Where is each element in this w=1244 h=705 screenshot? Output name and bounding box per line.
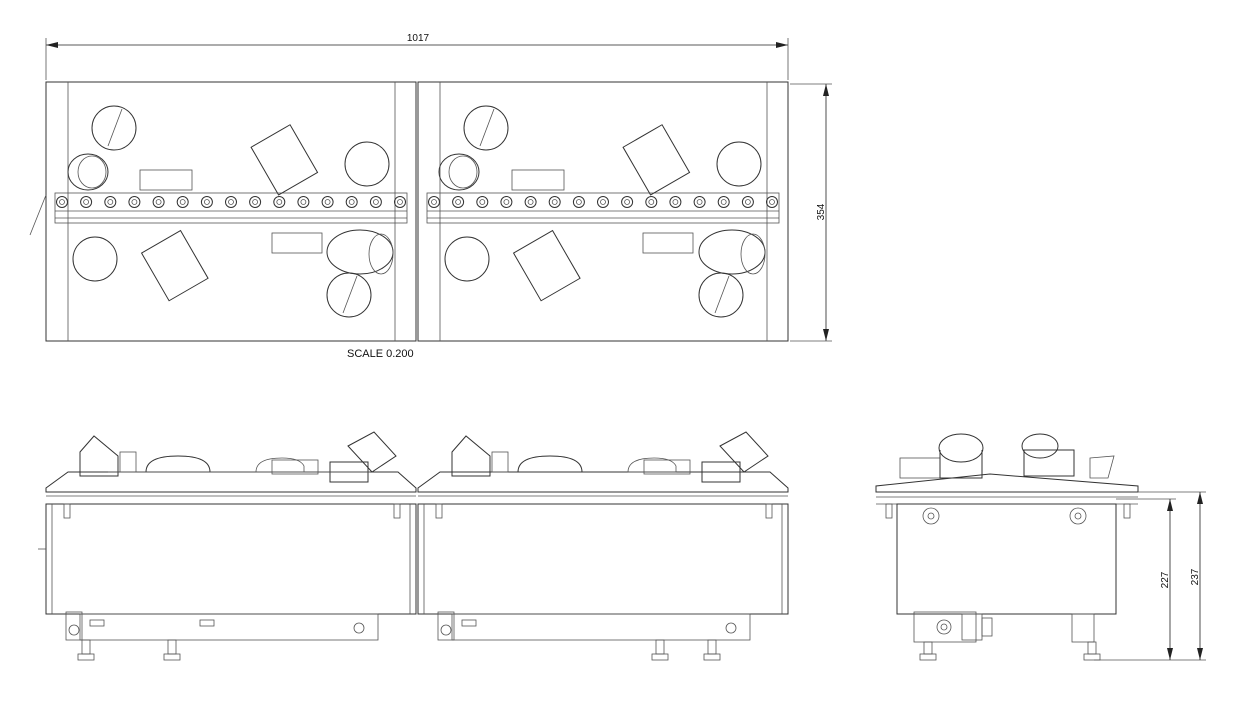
roller-icon — [176, 196, 189, 208]
roller-icon — [428, 196, 440, 208]
height-a-label: 227 — [1160, 571, 1171, 588]
roller-conveyor — [29, 192, 780, 236]
roller-icon — [345, 196, 358, 208]
roller-icon — [56, 196, 68, 208]
roller-icon — [128, 196, 141, 208]
roller-icon — [621, 196, 634, 208]
front-view-feet — [77, 639, 721, 661]
roller-icon — [249, 196, 262, 208]
roller-icon — [572, 196, 585, 208]
roller-icon — [200, 196, 213, 208]
module-left-outline — [45, 81, 417, 342]
module-right-outline — [417, 81, 789, 342]
roller-icon — [669, 196, 682, 208]
roller-icon — [394, 196, 406, 208]
roller-icon — [741, 196, 754, 208]
roller-icon — [500, 196, 513, 208]
roller-icon — [369, 196, 382, 208]
height-dimensions: 227 237 — [1094, 491, 1206, 661]
roller-icon — [524, 196, 537, 208]
roller-icon — [548, 196, 561, 208]
roller-icon — [476, 196, 489, 208]
depth-dimension-label: 354 — [816, 203, 827, 220]
roller-icon — [452, 196, 465, 208]
top-view: 1017 354 — [29, 33, 832, 360]
roller-icon — [645, 196, 658, 208]
roller-icon — [273, 196, 286, 208]
roller-icon — [297, 196, 310, 208]
roller-icon — [104, 196, 117, 208]
depth-dimension: 354 — [790, 83, 832, 342]
side-view: 227 237 — [875, 433, 1206, 661]
roller-icon — [80, 196, 93, 208]
roller-icon — [766, 196, 778, 208]
right-module-burners — [438, 105, 766, 318]
roller-icon — [225, 196, 237, 208]
width-dimension: 1017 — [45, 33, 789, 80]
roller-icon — [717, 196, 730, 208]
roller-icon — [693, 196, 706, 208]
roller-icon — [597, 196, 609, 208]
front-view — [38, 431, 789, 661]
width-dimension-label: 1017 — [407, 33, 430, 44]
roller-icon — [152, 196, 165, 208]
roller-icon — [321, 196, 334, 208]
height-b-label: 237 — [1190, 568, 1201, 585]
left-module-burners — [67, 105, 394, 318]
front-view-burners — [79, 431, 769, 483]
scale-label: SCALE 0.200 — [347, 348, 414, 360]
